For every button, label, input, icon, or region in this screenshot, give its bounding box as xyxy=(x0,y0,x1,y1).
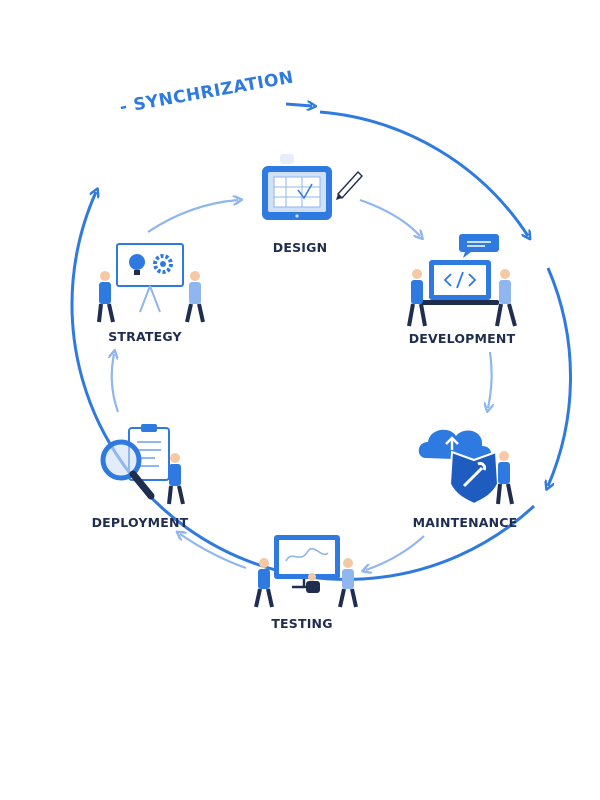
arrow-deployment-strategy xyxy=(112,354,118,413)
arrow-maintenance-testing xyxy=(366,535,425,570)
stage-label-design: DESIGN xyxy=(272,240,328,255)
outer-arrow-sync xyxy=(285,104,312,106)
arrow-strategy-design xyxy=(147,200,238,233)
stage-label-maintenance: MAINTENANCE xyxy=(412,515,518,530)
monitor-test-icon xyxy=(254,535,358,608)
presentation-board-icon xyxy=(97,243,205,323)
stage-label-deployment: DEPLOYMENT xyxy=(91,515,189,530)
stage-label-testing: TESTING xyxy=(271,616,333,631)
magnifier-clipboard-icon xyxy=(100,424,185,505)
stage-label-development: DEVELOPMENT xyxy=(408,331,516,346)
stage-label-strategy: STRATEGY xyxy=(108,329,182,344)
arrow-development-maintenance xyxy=(488,351,492,408)
outer-arc-top xyxy=(319,110,528,236)
cloud-shield-icon xyxy=(418,429,514,506)
tablet-design-icon xyxy=(262,154,363,220)
arrow-design-development xyxy=(359,198,420,236)
arrow-testing-deployment xyxy=(180,534,247,570)
outer-arc-bottom-left xyxy=(70,192,536,581)
laptop-code-icon xyxy=(407,234,517,327)
outer-arc-right xyxy=(548,267,572,486)
